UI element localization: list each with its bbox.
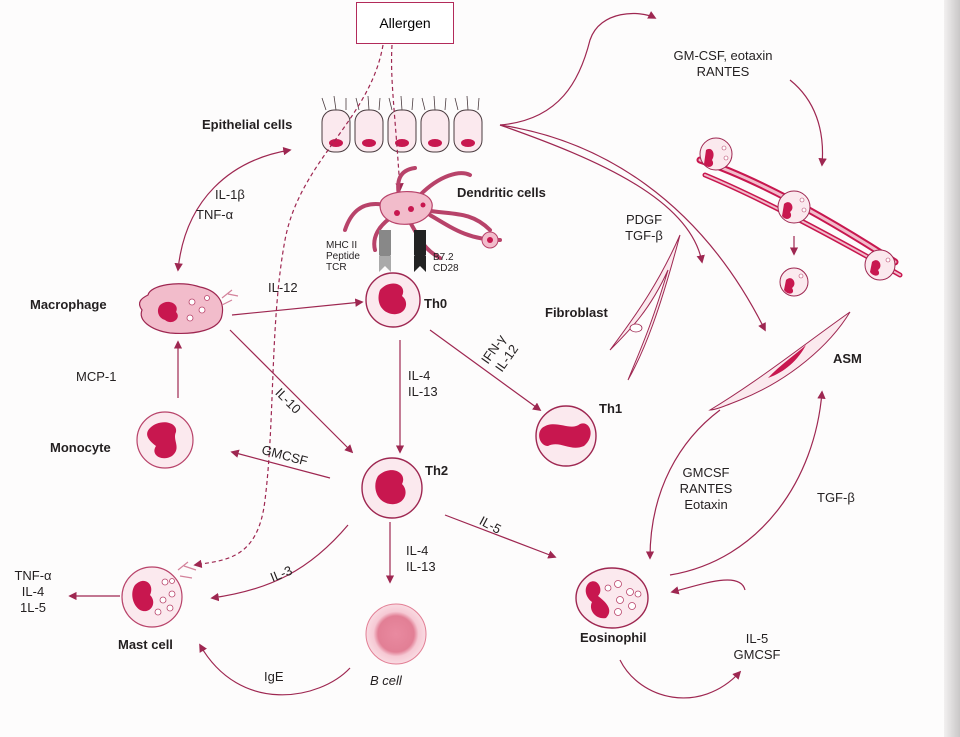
gmcsf-right-label: GMCSF [682, 465, 730, 480]
b72-label: B7.2 [433, 252, 454, 263]
scan-edge-shadow [944, 0, 960, 737]
b-cell [365, 603, 427, 665]
th2-label: Th2 [425, 463, 449, 478]
mast-il4-label: IL-4 [21, 584, 45, 599]
mast-tnfa-label: TNF-α [14, 568, 52, 583]
tnfa-label: TNF-α [196, 207, 234, 222]
tgfb-right-label: TGF-β [817, 490, 855, 505]
eos-il5-label: IL-5 [745, 631, 769, 646]
b-cell-label: B cell [370, 673, 402, 688]
th0-label: Th0 [424, 296, 448, 311]
mast-cell [121, 561, 197, 628]
mcp1-label: MCP-1 [76, 369, 117, 384]
peptide-label: Peptide [326, 251, 360, 262]
rantes-top-label: RANTES [696, 64, 750, 79]
mast-1l5-label: 1L-5 [19, 600, 47, 615]
migrating-eosinophils [696, 137, 903, 297]
th0-il13-label: IL-13 [408, 384, 438, 399]
gm-eotaxin-label: GM-CSF, eotaxin [673, 48, 773, 63]
il1b-label: IL-1β [215, 187, 245, 202]
th2-il4-label: IL-4 [406, 543, 429, 558]
allergen-dashed-paths [193, 44, 404, 569]
eos-gmcsf-label: GMCSF [733, 647, 781, 662]
monocyte-label: Monocyte [50, 440, 111, 455]
dendritic-cells-label: Dendritic cells [457, 185, 546, 200]
macrophage-label: Macrophage [30, 297, 107, 312]
rantes-right-label: RANTES [679, 481, 733, 496]
il12-label: IL-12 [268, 280, 298, 295]
tgfb-fibroblast-label: TGF-β [625, 228, 663, 243]
epithelial-cells-label: Epithelial cells [202, 117, 293, 132]
eosinophil-label: Eosinophil [580, 630, 647, 645]
macrophage-cell [138, 283, 239, 335]
allergen-box: Allergen [356, 2, 454, 44]
th1-cell [535, 405, 597, 467]
eosinophil-cell [575, 567, 649, 629]
th0-il4-label: IL-4 [408, 368, 431, 383]
th2-cell [361, 457, 423, 519]
allergen-label: Allergen [379, 15, 431, 31]
ige-label: IgE [264, 669, 284, 684]
fibroblast-label: Fibroblast [545, 305, 608, 320]
th1-label: Th1 [599, 401, 623, 416]
tcr-label: TCR [326, 262, 347, 273]
fibroblast-shape [609, 234, 681, 381]
asm-label: ASM [833, 351, 862, 366]
eotaxin-right-label: Eotaxin [684, 497, 728, 512]
monocyte-cell [136, 411, 194, 469]
epithelial-cells [321, 95, 483, 153]
cd28-label: CD28 [433, 263, 459, 274]
th0-cell [365, 272, 421, 328]
asm-shape [708, 311, 851, 411]
dendritic-cell-shape [343, 166, 502, 272]
pdgf-label: PDGF [625, 212, 663, 227]
th2-il13-label: IL-13 [406, 559, 436, 574]
mhc-label: MHC II [326, 240, 358, 251]
mast-cell-label: Mast cell [118, 637, 173, 652]
interaction-arrows [68, 11, 827, 699]
